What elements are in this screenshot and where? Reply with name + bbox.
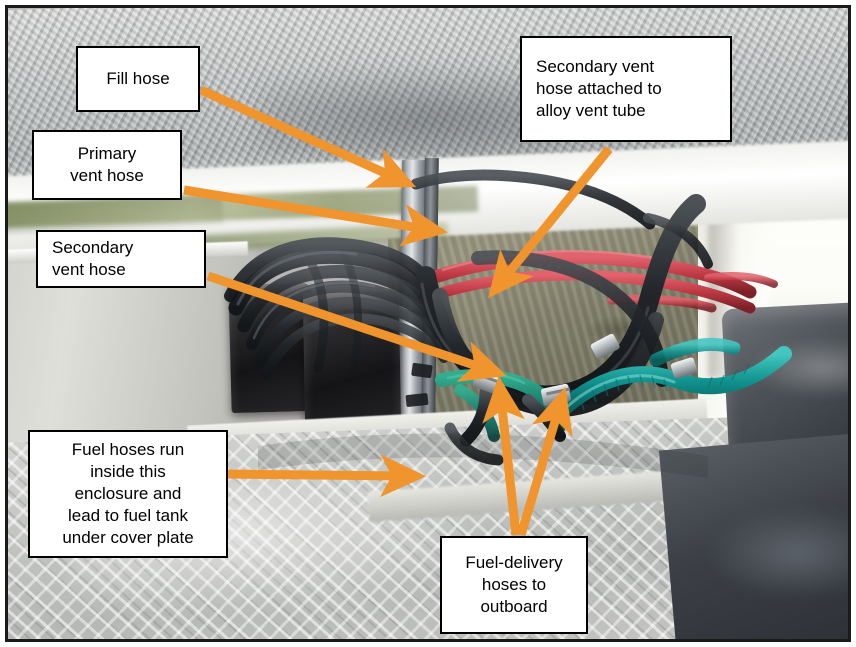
label-primary-vent-hose: Primary vent hose (32, 130, 182, 200)
hose-clamps (405, 362, 433, 407)
label-fuel-delivery-hoses: Fuel-delivery hoses to outboard (440, 536, 588, 634)
hose-fitting-chrome-far (670, 357, 698, 379)
sill-shadow (258, 433, 708, 478)
figure-border: Fill hose Primary vent hose Secondary ve… (5, 5, 851, 642)
label-fill-hose: Fill hose (76, 46, 200, 112)
teal-hose-ribs (579, 363, 750, 411)
tank-gloss-lower (708, 508, 848, 598)
teal-fuel-hose (556, 337, 792, 416)
hose-fitting-chrome-upper (590, 333, 620, 359)
label-fuel-hoses-run: Fuel hoses run inside this enclosure and… (28, 430, 228, 558)
black-hose-bundle (224, 237, 449, 379)
label-secondary-vent-hose-attached: Secondary vent hose attached to alloy ve… (520, 36, 732, 142)
label-secondary-vent-hose: Secondary vent hose (36, 230, 206, 288)
